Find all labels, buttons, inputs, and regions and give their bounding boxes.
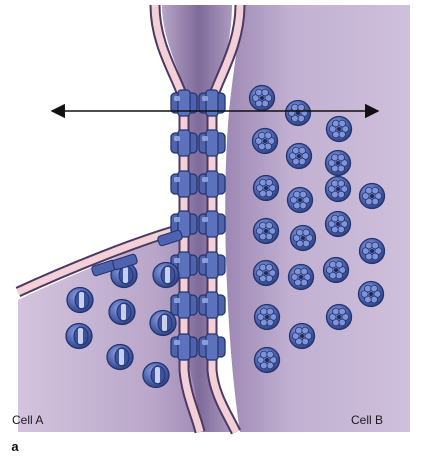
cell-a-label: Cell A (12, 413, 43, 427)
connexon-top-view-icon (327, 117, 352, 142)
connexon-top-view-icon (360, 184, 385, 209)
connexon-top-view-icon (324, 258, 349, 283)
connexon-top-view-icon (254, 261, 279, 286)
connexon-top-view-icon (326, 151, 351, 176)
connexon-top-view-icon (326, 212, 351, 237)
connexon-top-view-icon (255, 348, 280, 373)
connexon-side-view-icon (107, 345, 133, 370)
connexon-side-view-icon (150, 311, 176, 336)
connexon-side-view-icon (67, 288, 93, 313)
connexon-top-view-icon (360, 239, 385, 264)
connexon-top-view-icon (254, 176, 279, 201)
connexon-top-view-icon (254, 219, 279, 244)
connexon-top-view-icon (326, 177, 351, 202)
connexon-top-view-icon (289, 265, 314, 290)
connexon-side-view-icon (143, 363, 169, 388)
connexon-side-view-icon (66, 324, 92, 349)
connexon-top-view-icon (250, 86, 275, 111)
connexon-top-view-icon (327, 305, 352, 330)
connexon-top-view-icon (288, 188, 313, 213)
connexon-side-view-icon (109, 300, 135, 325)
connexon-top-view-icon (359, 282, 384, 307)
connexon-top-view-icon (253, 129, 278, 154)
connexon-top-view-icon (287, 144, 312, 169)
panel-letter-badge: a (4, 436, 26, 458)
connexon-top-view-icon (255, 305, 280, 330)
cell-b-cytoplasm (225, 5, 410, 432)
connexon-side-view-icon (153, 263, 179, 288)
cell-b-label: Cell B (351, 413, 383, 427)
connexon-top-view-icon (290, 324, 315, 349)
connexon-top-view-icon (286, 101, 311, 126)
connexon-top-view-icon (291, 226, 316, 251)
